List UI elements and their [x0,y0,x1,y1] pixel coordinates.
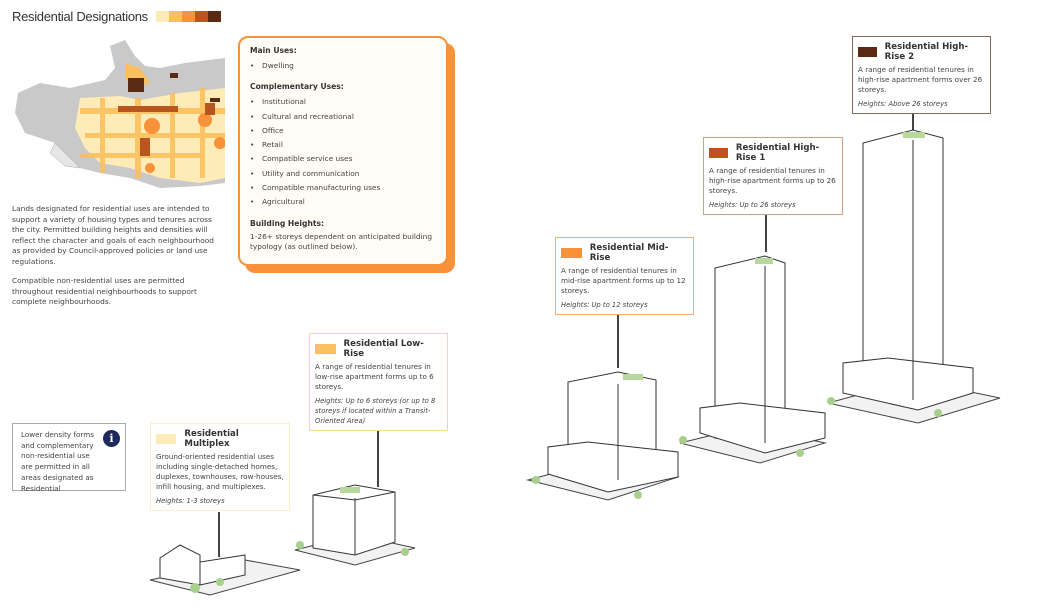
legend-swatch-multiplex [155,11,169,22]
building-heights-heading: Building Heights: [250,218,325,228]
list-item: Retail [250,138,436,153]
complementary-uses-heading: Complementary Uses: [250,82,344,92]
legend-swatch-mid-rise [181,11,195,22]
leader-line [617,311,619,368]
card-title: Residential Mid-Rise [589,243,669,263]
list-item: Institutional [250,95,436,110]
main-uses-list: Dwelling [250,59,436,74]
card-description: A range of residential tenures in high-r… [709,166,836,195]
color-swatch [709,148,728,158]
designation-card-high-rise-1: Residential High-Rise 1 A range of resid… [703,137,843,215]
mid-rise-building-illustration [526,371,680,501]
high-rise-1-building-illustration [679,255,827,464]
color-swatch [561,248,582,258]
legend-swatch-low-rise [168,11,182,22]
list-item: Cultural and recreational [250,110,436,125]
card-description: A range of residential tenures in low-ri… [315,362,434,391]
page-header: Residential Designations [12,9,221,24]
color-swatch [156,434,177,444]
designation-card-mid-rise: Residential Mid-Rise A range of resident… [555,237,694,315]
card-description: Ground-oriented residential uses includi… [156,452,284,491]
card-description: A range of residential tenures in high-r… [858,65,983,94]
main-uses-heading: Main Uses: [250,46,297,55]
designation-card-multiplex: Residential Multiplex Ground-oriented re… [150,423,290,511]
leader-line [765,210,767,252]
list-item: Dwelling [250,59,436,74]
page-title: Residential Designations [12,9,148,24]
uses-panel: Main Uses: Dwelling Complementary Uses: … [238,36,448,266]
info-text: Lower density forms and complementary no… [21,430,94,493]
leader-line [377,425,379,487]
low-rise-building-illustration [294,484,416,566]
info-note: Lower density forms and complementary no… [12,423,126,493]
legend-swatch-high-rise-1 [194,11,208,22]
designation-card-high-rise-2: Residential High-Rise 2 A range of resid… [852,36,991,114]
card-title: Residential Low-Rise [343,339,424,359]
list-item: Compatible manufacturing uses [250,181,436,196]
leader-line [912,109,914,131]
intro-paragraph: Lands designated for residential uses ar… [12,204,214,266]
legend-swatch-high-rise-2 [207,11,221,22]
card-heights: Heights: 1-3 storeys [156,497,225,505]
residential-map [15,40,225,188]
intro-paragraph-2: Compatible non-residential uses are perm… [12,276,197,306]
high-rise-2-building-illustration [827,129,1001,424]
building-heights-text: 1-26+ storeys dependent on anticipated b… [250,231,433,251]
card-heights: Heights: Up to 26 storeys [709,201,796,209]
card-description: A range of residential tenures in mid-ri… [561,266,686,295]
list-item: Compatible service uses [250,152,436,167]
designation-card-low-rise: Residential Low-Rise A range of resident… [309,333,448,431]
multiplex-building-illustration [149,544,301,596]
card-heights: Heights: Up to 6 storeys (or up to 8 sto… [315,397,436,425]
leader-line [218,512,220,557]
complementary-uses-list: Institutional Cultural and recreational … [250,95,436,210]
card-title: Residential High-Rise 1 [735,143,820,163]
card-heights: Heights: Above 26 storeys [858,100,948,108]
list-item: Agricultural [250,195,436,210]
list-item: Office [250,124,436,139]
info-icon: i [103,430,120,447]
card-heights: Heights: Up to 12 storeys [561,301,648,309]
color-legend [155,11,221,22]
list-item: Utility and communication [250,167,436,182]
color-swatch [315,344,336,354]
color-swatch [858,47,877,57]
card-title: Residential High-Rise 2 [884,42,969,62]
card-title: Residential Multiplex [184,429,239,449]
